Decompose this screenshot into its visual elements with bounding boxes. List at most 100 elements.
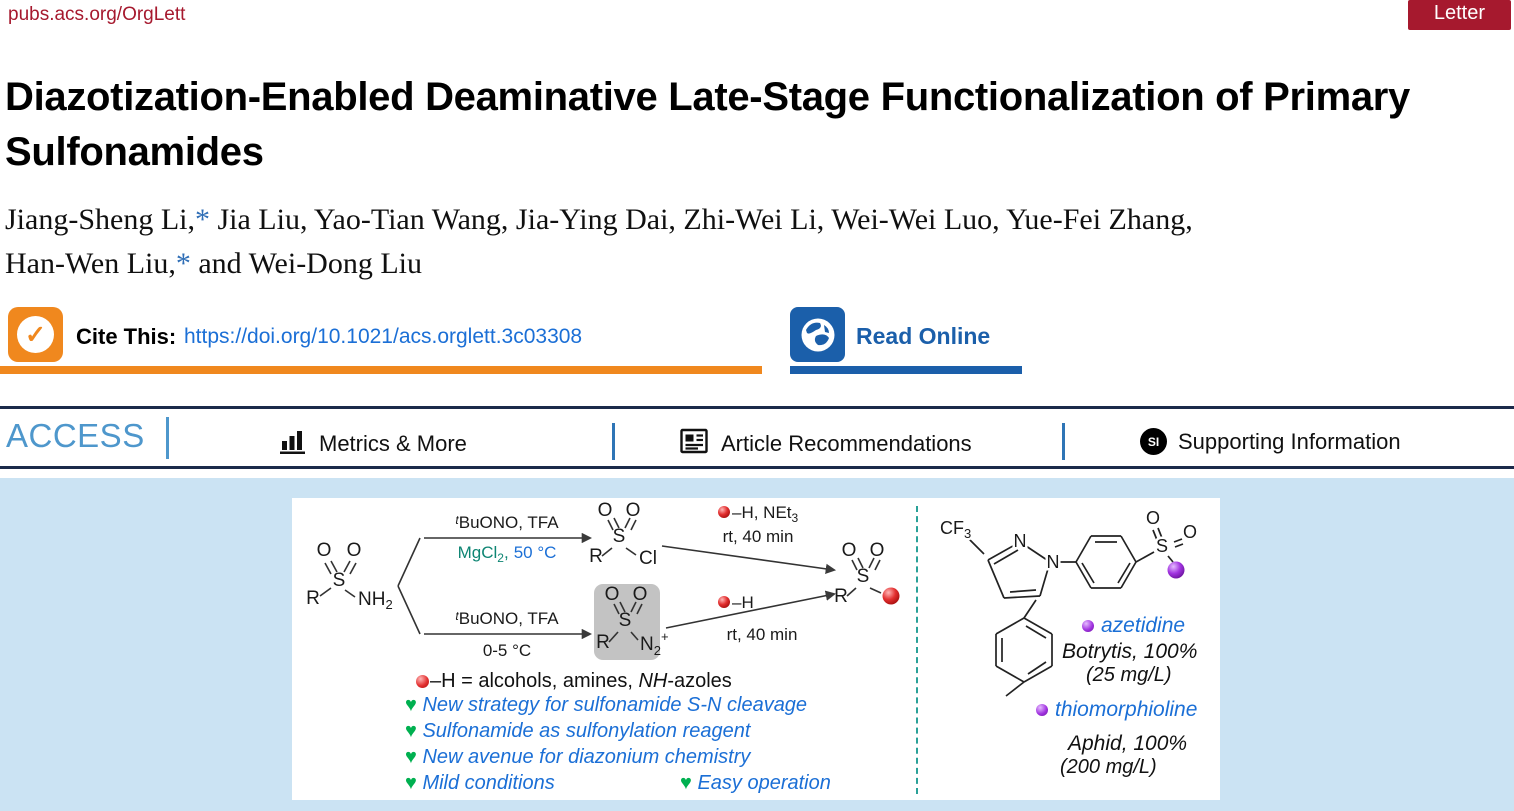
atom-o: O <box>626 500 641 521</box>
sulfonyl-product: O O S R <box>834 540 900 607</box>
compound-structure: CF3 N N S O O <box>938 506 1200 697</box>
bottom-temp-label: 0-5 °C <box>483 641 531 660</box>
sulfonamide-substrate: O O S R NH2 <box>306 540 393 612</box>
atom-r: R <box>834 586 848 607</box>
author-names: Jia Liu, Yao-Tian Wang, Jia-Ying Dai, Zh… <box>209 203 1193 236</box>
author-names: Han-Wen Liu, <box>5 246 176 280</box>
atom-o: O <box>605 584 620 605</box>
atom-n: N <box>1047 552 1060 572</box>
graphical-abstract: O O S R NH2 tBuONO, TFA MgCl2,50 °C O O … <box>0 478 1514 811</box>
panel-divider <box>916 506 918 794</box>
atom-r: R <box>589 546 603 567</box>
atom-r: R <box>596 632 610 653</box>
amine-example: thiomorphioline <box>1036 698 1197 722</box>
cite-this-icon: ✓ <box>8 307 63 362</box>
atom-s: S <box>333 570 346 591</box>
bioassay-dose: (25 mg/L) <box>1086 664 1172 686</box>
read-online-button[interactable]: Read Online <box>790 307 1022 362</box>
atom-o: O <box>633 584 648 605</box>
article-recommendations-label: Article Recommendations <box>721 431 972 456</box>
journal-url-link[interactable]: pubs.acs.org/OrgLett <box>8 4 186 25</box>
reaction-scheme: O O S R NH2 tBuONO, TFA MgCl2,50 °C O O … <box>306 500 900 660</box>
scheme-bonds <box>319 517 882 643</box>
article-type-badge: Letter <box>1407 0 1511 30</box>
nav-divider <box>1062 423 1065 460</box>
si-icon: SI <box>1140 428 1167 455</box>
supporting-information-link[interactable]: SI Supporting Information <box>1140 428 1401 455</box>
bottom-reagent-label: tBuONO, TFA <box>455 609 559 628</box>
graphical-abstract-panel: O O S R NH2 tBuONO, TFA MgCl2,50 °C O O … <box>292 498 1220 800</box>
globe-icon <box>790 307 845 362</box>
highlight-bullet: ♥ New strategy for sulfonamide S-N cleav… <box>405 694 808 716</box>
structure-bonds <box>967 527 1184 697</box>
atom-o: O <box>317 540 332 561</box>
highlight-bullet: ♥ Sulfonamide as sulfonylation reagent <box>405 720 751 742</box>
article-recommendations-icon <box>680 428 710 460</box>
atom-nh2: NH2 <box>358 589 393 612</box>
structure-atoms: CF3 N N S O O <box>938 506 1200 575</box>
heart-icon: ♥ <box>405 772 417 794</box>
metrics-icon <box>280 428 308 460</box>
atom-o: O <box>870 540 885 561</box>
top-conditions-label: MgCl2,50 °C <box>458 543 557 565</box>
access-link[interactable]: ACCESS <box>6 417 145 454</box>
corresponding-author-asterisk: * <box>194 203 210 236</box>
read-online-underline-bar <box>790 366 1022 374</box>
access-separator <box>166 417 169 459</box>
heart-icon: ♥ <box>405 694 417 716</box>
author-list: Jiang-Sheng Li,* Jia Liu, Yao-Tian Wang,… <box>5 198 1507 285</box>
atom-o: O <box>1146 508 1160 528</box>
atom-n2-plus: N2+ <box>640 629 669 658</box>
atom-cl: Cl <box>639 548 657 569</box>
heart-icon: ♥ <box>680 772 692 794</box>
atom-s: S <box>1156 536 1168 556</box>
amine-sphere-icon <box>1036 704 1048 716</box>
author-names: and Wei-Dong Liu <box>190 246 423 280</box>
amine-sphere-icon <box>1082 620 1094 632</box>
cite-this-label: Cite This: <box>76 324 177 349</box>
atom-r: R <box>306 588 320 609</box>
page-title: Diazotization-Enabled Deaminative Late-S… <box>5 75 1410 175</box>
bioassay-result: Botrytis, 100% <box>1062 640 1198 663</box>
corresponding-author-asterisk: * <box>175 246 191 280</box>
divider-line <box>0 406 1514 409</box>
atom-o: O <box>598 500 613 521</box>
top-reagent-label: tBuONO, TFA <box>455 513 559 532</box>
article-recommendations-link[interactable]: Article Recommendations <box>680 428 972 460</box>
atom-o: O <box>1183 522 1197 542</box>
bottom-time-label: rt, 40 min <box>727 625 798 644</box>
cf3-label: CF3 <box>940 518 971 541</box>
highlight-bullet: ♥ Mild conditions <box>405 772 555 794</box>
atom-o: O <box>842 540 857 561</box>
atom-s: S <box>857 566 870 587</box>
bioassay-dose: (200 mg/L) <box>1060 756 1157 778</box>
doi-link[interactable]: https://doi.org/10.1021/acs.orglett.3c03… <box>184 325 583 348</box>
atom-o: O <box>347 540 362 561</box>
sulfonyl-diazonium: O O S R N2+ <box>596 584 668 658</box>
nucleophile-sphere-icon <box>416 675 429 688</box>
highlight-bullet: ♥ New avenue for diazonium chemistry <box>405 746 751 768</box>
divider-line <box>0 466 1514 469</box>
top-time-label: rt, 40 min <box>723 527 794 546</box>
amine-example: azetidine <box>1082 614 1185 638</box>
amine-sphere-icon <box>1167 561 1185 579</box>
nav-divider <box>612 423 615 460</box>
supporting-information-label: Supporting Information <box>1178 428 1401 454</box>
bottom-nucleophile-label: –H <box>732 593 754 612</box>
atom-s: S <box>613 526 626 547</box>
nucleophile-legend: –H = alcohols, amines, NH-azoles <box>416 670 732 693</box>
example-compound-panel: CF3 N N S O O azetidine Botrytis, 100% (… <box>924 498 1218 800</box>
bioassay-result: Aphid, 100% <box>1068 732 1188 755</box>
atom-n: N <box>1014 531 1027 551</box>
heart-icon: ♥ <box>405 720 417 742</box>
sulfonyl-chloride: O O S R Cl <box>589 500 657 569</box>
top-nucleophile-label: –H, NEt3 <box>732 503 799 525</box>
read-online-label: Read Online <box>856 323 991 349</box>
nucleophile-sphere-icon <box>718 506 730 518</box>
atom-s: S <box>619 610 632 631</box>
check-icon: ✓ <box>17 316 54 353</box>
highlight-bullet: ♥ Easy operation <box>680 772 831 794</box>
metrics-and-more-link[interactable]: Metrics & More <box>280 428 467 460</box>
cite-underline-bar <box>0 366 762 374</box>
